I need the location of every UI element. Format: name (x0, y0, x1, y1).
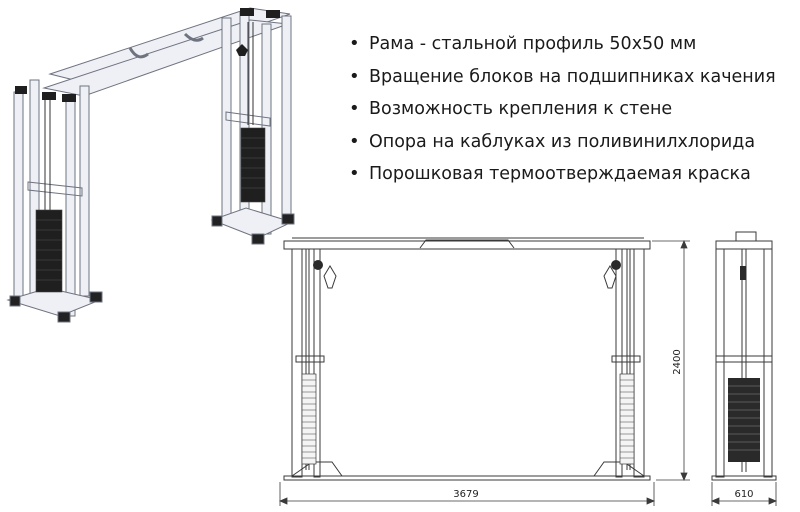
feature-item: •Возможность крепления к стене (345, 93, 776, 126)
feature-item: •Рама - стальной профиль 50х50 мм (345, 28, 776, 61)
bullet-icon: • (349, 65, 360, 87)
bullet-icon: • (349, 98, 360, 119)
feature-item: •Опора на каблуках из поливинилхлорида (345, 126, 776, 159)
feature-list: •Рама - стальной профиль 50х50 мм •Враще… (345, 28, 776, 191)
width-dimension-label: 3679 (453, 489, 478, 500)
depth-dimension-label: 610 (734, 489, 753, 500)
height-dimension-label: 2400 (672, 349, 683, 374)
feature-item: •Порошковая термоотверждаемая краска (345, 158, 776, 191)
feature-item: •Вращение блоков на подшипниках качения (345, 61, 776, 94)
bullet-icon: • (349, 130, 360, 152)
bullet-icon: • (349, 33, 360, 54)
bullet-icon: • (349, 163, 360, 184)
